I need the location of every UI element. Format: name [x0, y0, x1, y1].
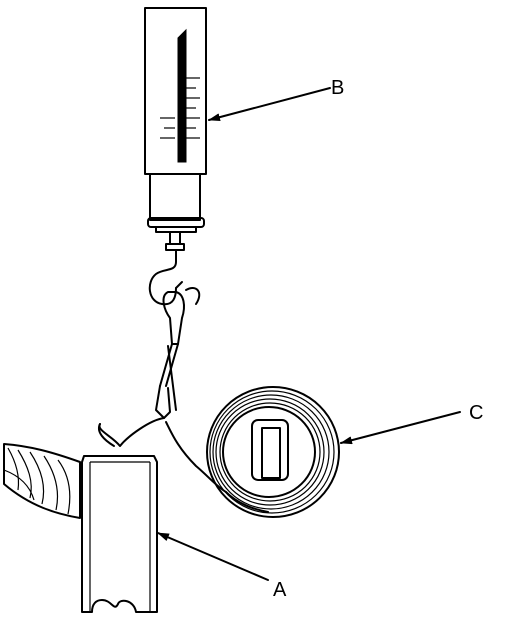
leader-c — [340, 411, 461, 445]
leader-a — [157, 532, 269, 581]
component-a — [81, 455, 158, 613]
leader-b — [208, 87, 331, 122]
leader-lines — [157, 87, 461, 581]
rope — [3, 443, 81, 519]
scale-hook — [148, 249, 183, 306]
clip-links — [155, 286, 201, 419]
callout-a: A — [273, 579, 287, 601]
spring-scale — [144, 7, 207, 251]
coiled-belt — [206, 386, 340, 518]
callout-c: C — [469, 402, 483, 424]
scale-ticks-left — [160, 117, 175, 139]
callout-b: B — [331, 77, 344, 99]
scale-ticks-right — [186, 77, 200, 139]
